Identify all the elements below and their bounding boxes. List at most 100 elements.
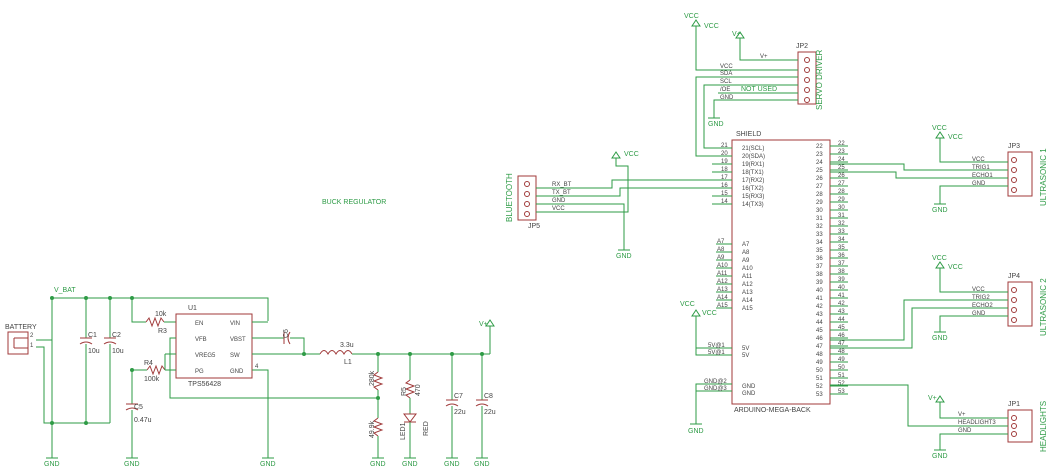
shield-label: SHIELD	[736, 131, 761, 138]
c2-label: C2	[112, 332, 121, 339]
mega-digital-pin-label: 35	[816, 248, 823, 254]
r4-label: R4	[144, 360, 153, 367]
mega-digital-pin-label: 43	[816, 312, 823, 318]
mega-pin-gnd-2: GND	[742, 391, 756, 397]
mega-digital-pin-label: 45	[816, 328, 823, 334]
u1-pin-vin: VIN	[230, 321, 240, 327]
bluetooth-connector-jp5: JP5 BLUETOOTH	[505, 173, 540, 230]
mega-serial-pin-label: 19(RX1)	[742, 162, 764, 168]
mega-digital-pin-num: 47	[838, 341, 845, 347]
u1-pin-pg: PG	[195, 369, 204, 375]
mega-digital-pin-num: 36	[838, 253, 845, 259]
u1-pin-sw: SW	[230, 353, 240, 359]
c7-label: C7	[454, 393, 463, 400]
net-gnd-2: GND@3	[704, 386, 727, 392]
mega-digital-pin-num: 44	[838, 317, 845, 323]
net-gnd-1: GND@2	[704, 379, 727, 385]
gnd-label-us2: GND	[932, 335, 948, 342]
mega-digital-pin-num: 41	[838, 293, 845, 299]
r4-value: 100k	[144, 376, 160, 383]
mega-digital-pin-num: 52	[838, 381, 845, 387]
mega-digital-pin-label: 53	[816, 392, 823, 398]
mega-digital-pin-num: 38	[838, 269, 845, 275]
us1-pin-trig: TRIG1	[972, 165, 990, 171]
mega-serial-pin-num: 20	[721, 151, 728, 157]
mega-digital-pin-num: 29	[838, 197, 845, 203]
mega-serial-pin-num: 17	[721, 175, 728, 181]
mega-analog-pin-label: A10	[742, 266, 753, 272]
mega-digital-pin-num: 24	[838, 157, 845, 163]
mega-pin-gnd-1: GND	[742, 384, 756, 390]
vplus-label-buck: V+	[479, 321, 488, 328]
gnd-label-mega: GND	[688, 428, 704, 435]
not-used-label: NOT USED	[741, 86, 777, 93]
mega-digital-pin-label: 51	[816, 376, 823, 382]
servo-pin-scl: SCL	[720, 79, 732, 85]
bt-pin-vcc: VCC	[552, 206, 565, 212]
mega-digital-pin-label: 48	[816, 352, 823, 358]
servo-pin-vcc: VCC	[720, 64, 733, 70]
mega-analog-pin-num: A15	[717, 303, 728, 309]
us1-pin-gnd: GND	[972, 181, 986, 187]
mega-analog-pin-label: A15	[742, 306, 753, 312]
mega-digital-pin-num: 45	[838, 325, 845, 331]
gnd-label-c8: GND	[474, 461, 490, 468]
mega-digital-pin-label: 36	[816, 256, 823, 262]
c5-label: C5	[134, 404, 143, 411]
battery-pin-1: 1	[30, 343, 34, 349]
c5-value: 0.47u	[134, 417, 152, 424]
vcc-label-servo: VCC	[704, 23, 719, 30]
mega-digital-pin-label: 37	[816, 264, 823, 270]
vcc-label-mega5v: VCC	[702, 310, 717, 317]
mega-digital-pin-label: 32	[816, 224, 823, 230]
u1-pin-en: EN	[195, 321, 203, 327]
mega-serial-pin-label: 17(RX2)	[742, 178, 764, 184]
mega-digital-pin-num: 23	[838, 149, 845, 155]
servo-pin-oe: /OE	[720, 87, 730, 93]
mega-digital-pin-label: 46	[816, 336, 823, 342]
vcc-label-mega5v-top: VCC	[680, 301, 695, 308]
u1-pin-gnd: GND	[230, 369, 244, 375]
us1-pin-echo: ECHO1	[972, 173, 993, 179]
gnd-label-bt: GND	[616, 253, 632, 260]
gnd-label-led: GND	[402, 461, 418, 468]
arduino-mega: SHIELD ARDUINO-MEGA-BACK 21(SCL)2120(SDA…	[712, 131, 848, 414]
mega-digital-pin-label: 50	[816, 368, 823, 374]
hl-pin-vplus: V+	[958, 412, 966, 418]
headlights-label: HEADLIGHTS	[1039, 401, 1048, 452]
mega-digital-pin-label: 38	[816, 272, 823, 278]
mega-digital-pin-label: 22	[816, 144, 823, 150]
mega-analog-pin-label: A13	[742, 290, 753, 296]
servo-vplus-pin: V+	[760, 54, 768, 60]
mega-digital-pin-label: 47	[816, 344, 823, 350]
jp4-label: JP4	[1008, 273, 1020, 280]
c1-label: C1	[88, 332, 97, 339]
gnd-label-c7: GND	[444, 461, 460, 468]
bluetooth-label: BLUETOOTH	[505, 173, 514, 222]
vcc-label-us2: VCC	[948, 264, 963, 271]
mega-digital-pin-label: 23	[816, 152, 823, 158]
mega-serial-pin-num: 18	[721, 167, 728, 173]
hl-pin-headlight3: HEADLIGHT3	[958, 420, 996, 426]
r2-value: 49.9k	[369, 420, 376, 438]
mega-digital-pin-label: 44	[816, 320, 823, 326]
mega-digital-pin-label: 49	[816, 360, 823, 366]
battery-pin-2: 2	[30, 333, 34, 339]
gnd-label-hl: GND	[932, 453, 948, 460]
r5-label: R5	[401, 387, 408, 396]
mega-digital-pin-num: 50	[838, 365, 845, 371]
vcc-label-bt: VCC	[624, 151, 639, 158]
c1-value: 10u	[88, 348, 100, 355]
hl-pin-gnd: GND	[958, 428, 972, 434]
vcc-label-servo-top: VCC	[684, 13, 699, 20]
mega-digital-pin-label: 30	[816, 208, 823, 214]
jp5-label: JP5	[528, 223, 540, 230]
u1-part: TPS56428	[188, 381, 221, 388]
mega-digital-pin-label: 33	[816, 232, 823, 238]
battery-label: BATTERY	[5, 324, 37, 331]
ultrasonic2-label: ULTRASONIC 2	[1039, 278, 1048, 336]
mega-digital-pin-label: 52	[816, 384, 823, 390]
mega-serial-pin-num: 14	[721, 199, 728, 205]
mega-digital-pin-num: 32	[838, 221, 845, 227]
